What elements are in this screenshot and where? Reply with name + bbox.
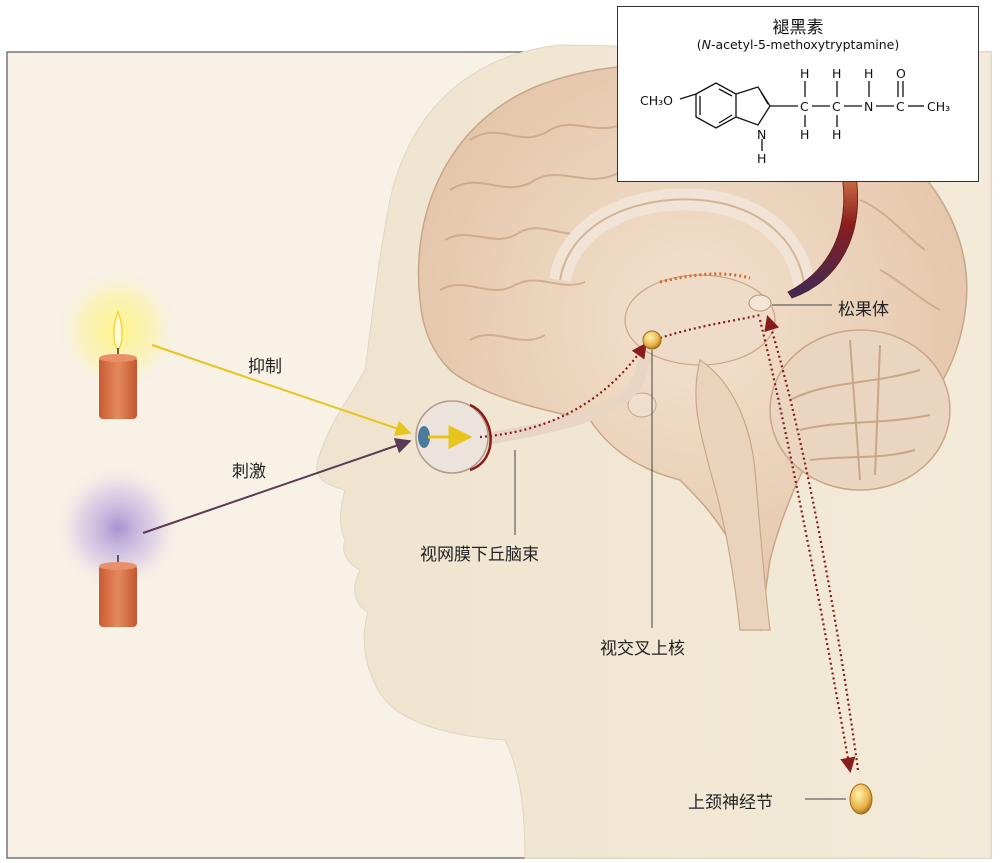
- melatonin-formula-name: (N-acetyl-5-methoxytryptamine): [696, 37, 900, 52]
- ascending-path: [764, 315, 860, 771]
- atom-c-carbonyl: C: [896, 99, 905, 114]
- superior-cervical-ganglion-marker: [849, 783, 873, 815]
- atom-ch3o: CH₃O: [640, 93, 673, 108]
- atom-c1: C: [800, 99, 809, 114]
- atom-h-ring: H: [757, 151, 766, 166]
- suprachiasmatic-nucleus-marker: [642, 330, 662, 350]
- atom-n-amide: N: [864, 99, 873, 114]
- pineal-gland-label: 松果体: [838, 300, 889, 320]
- retinohypothalamic-tract-label: 视网膜下丘脑束: [420, 545, 539, 565]
- melatonin-structure: CH₃O N H C C H H H H H N C O CH₃: [640, 66, 950, 166]
- atom-o: O: [896, 66, 906, 81]
- atom-c2: C: [832, 99, 841, 114]
- yellow-candle-icon: [56, 268, 180, 419]
- superior-cervical-ganglion-label: 上颈神经节: [688, 793, 773, 813]
- descending-path: [758, 319, 856, 774]
- inhibit-label: 抑制: [248, 357, 282, 377]
- purple-candle-icon: [54, 464, 182, 627]
- atom-ch3: CH₃: [927, 99, 950, 114]
- scn-to-pineal-path: [659, 313, 761, 340]
- atom-h-bot1: H: [800, 127, 809, 142]
- stimulate-arrow: [142, 438, 412, 534]
- pituitary-shape: [627, 392, 657, 418]
- optic-nerve: [474, 354, 651, 446]
- melatonin-structure-box: 褪黑素 (N-acetyl-5-methoxytryptamine): [617, 6, 979, 182]
- retinohypothalamic-path: [479, 342, 647, 439]
- atom-h-bot2: H: [832, 127, 841, 142]
- atom-h-top3: H: [864, 66, 873, 81]
- inhibit-arrow: [151, 344, 412, 436]
- atom-h-top1: H: [800, 66, 809, 81]
- melatonin-title: 褪黑素: [772, 18, 824, 38]
- atom-h-top2: H: [832, 66, 841, 81]
- stimulate-label: 刺激: [232, 462, 266, 482]
- formula-prefix: N: [701, 37, 711, 52]
- formula-rest: -acetyl-5-methoxytryptamine: [710, 37, 895, 52]
- eye-icon: [415, 400, 492, 474]
- atom-n-ring: N: [757, 127, 766, 142]
- suprachiasmatic-nucleus-label: 视交叉上核: [600, 639, 685, 659]
- pineal-gland-shape: [748, 294, 772, 312]
